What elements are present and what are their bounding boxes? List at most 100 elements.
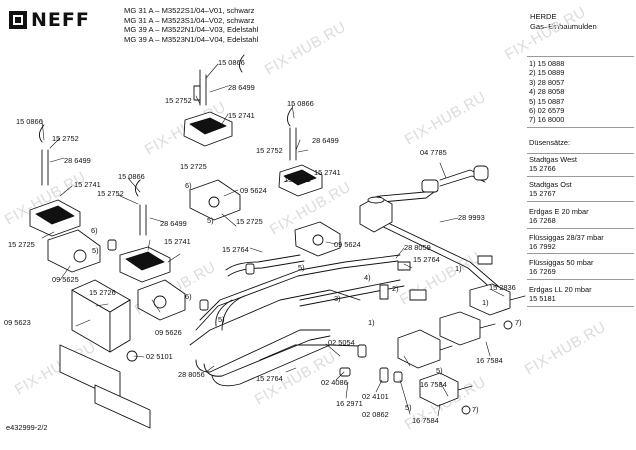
- model-line: MG 39 A – M3523N1/04–V04, Edelstahl: [124, 34, 259, 44]
- callout-number: 5): [298, 263, 305, 272]
- gas-type-name: Erdgas LL 20 mbar: [529, 285, 592, 294]
- part-label: 16 7584: [412, 416, 439, 425]
- legend-item: 1) 15 0888: [529, 59, 565, 68]
- divider: [527, 306, 634, 307]
- part-label: 15 2741: [164, 237, 191, 246]
- category-title: HERDE: [530, 12, 557, 21]
- part-label: 04 7785: [420, 148, 447, 157]
- divider: [527, 228, 634, 229]
- brand-logo: NEFF: [8, 9, 90, 31]
- part-label: 15 2752: [97, 189, 124, 198]
- part-label: 28 8059: [404, 243, 431, 252]
- leader-lines: [41, 63, 505, 417]
- gas-type-name: Erdgas E 20 mbar: [529, 207, 589, 216]
- part-label: 02 5054: [328, 338, 355, 347]
- parts-legend: 1) 15 0888 2) 15 0889 3) 28 8057 4) 28 8…: [529, 59, 564, 125]
- gas-type: Erdgas LL 20 mbar 15 5181: [529, 285, 592, 304]
- legend-item: 7) 16 8000: [529, 115, 565, 125]
- gas-manifold-pipe: [359, 165, 506, 299]
- part-label: 15 0866: [16, 117, 43, 126]
- part-label: 15 0866: [218, 58, 245, 67]
- part-label: 28 9993: [458, 213, 485, 222]
- gas-type-code: 16 7268: [529, 216, 556, 226]
- category-block: HERDE Gas–Einbaumulden: [530, 12, 597, 31]
- gas-valve: [397, 283, 526, 415]
- callout-number: 5): [405, 403, 412, 412]
- burner-assembly: [183, 69, 233, 147]
- part-label: 15 2764: [222, 245, 249, 254]
- legend-item: 5) 15 0887: [529, 96, 565, 106]
- nozzles-title: Düsensätze:: [529, 138, 571, 147]
- part-label: 02 0862: [362, 410, 389, 419]
- gas-type-name: Stadtgas West: [529, 155, 577, 164]
- divider: [527, 153, 634, 154]
- control-panel-bracket: [59, 279, 151, 429]
- part-label: 15 2741: [284, 175, 311, 184]
- part-label: 15 2752: [52, 134, 79, 143]
- part-label: 09 5624: [334, 240, 361, 249]
- gas-type-code: 15 5181: [529, 294, 556, 304]
- gas-type-name: Flüssiggas 50 mbar: [529, 258, 594, 267]
- gas-type-code: 15 2766: [529, 164, 556, 174]
- part-label: 16 2971: [336, 399, 363, 408]
- callout-number: 5): [92, 246, 99, 255]
- divider: [527, 127, 634, 128]
- part-label: 28 8056: [178, 370, 205, 379]
- category-subtitle: Gas–Einbaumulden: [530, 21, 597, 31]
- part-label: 16 7584: [420, 380, 447, 389]
- model-line: MG 39 A – M3522N1/04–V03, Edelstahl: [124, 25, 259, 35]
- part-label: 15 2764: [413, 255, 440, 264]
- gas-type-name: Flüssiggas 28/37 mbar: [529, 233, 604, 242]
- callout-number: 2): [392, 284, 399, 293]
- part-label: 28 6499: [64, 156, 91, 165]
- gas-type: Stadtgas West 15 2766: [529, 155, 577, 174]
- part-label: 15 2725: [8, 240, 35, 249]
- part-label: 15 2752: [256, 146, 283, 155]
- model-line: MG 31 A – M3523S1/04–V02, schwarz: [124, 15, 255, 25]
- callout-number: 5): [218, 315, 225, 324]
- gas-type: Flüssiggas 28/37 mbar 16 7992: [529, 233, 604, 252]
- small-hardware: [39, 54, 493, 383]
- divider: [527, 201, 634, 202]
- callout-number: 7): [472, 405, 479, 414]
- gas-type-code: 15 2767: [529, 189, 556, 199]
- burner-assembly: [278, 127, 323, 197]
- gas-type: Flüssiggas 50 mbar 16 7269: [529, 258, 594, 277]
- callout-number: 6): [91, 226, 98, 235]
- part-label: 09 5623: [4, 318, 31, 327]
- legend-item: 4) 28 8058: [529, 87, 565, 97]
- burner-assembly: [29, 149, 81, 237]
- part-label: 15 2741: [74, 180, 101, 189]
- part-label: 15 0866: [287, 99, 314, 108]
- part-label: 15 2741: [228, 111, 255, 120]
- part-label: 28 6499: [228, 83, 255, 92]
- divider: [527, 56, 634, 57]
- part-label: 09 5625: [52, 275, 79, 284]
- document-id: e432999-2/2: [6, 423, 48, 432]
- part-label: 15 2764: [256, 374, 283, 383]
- gas-type-code: 16 7269: [529, 267, 556, 277]
- gas-tube-bundle: [189, 254, 405, 387]
- part-label: 09 5626: [155, 328, 182, 337]
- legend-item: 2) 15 0889: [529, 68, 565, 78]
- callout-number: 1): [368, 318, 375, 327]
- part-label: 28 6499: [312, 136, 339, 145]
- part-label: 15 2741: [314, 168, 341, 177]
- callout-number: 5): [436, 366, 443, 375]
- part-label: 02 4101: [362, 392, 389, 401]
- gas-type: Stadtgas Ost 15 2767: [529, 180, 572, 199]
- divider: [527, 253, 634, 254]
- callout-number: 6): [185, 292, 192, 301]
- burner-assembly: [119, 204, 171, 283]
- callout-number: 1): [482, 298, 489, 307]
- part-label: 16 7584: [476, 356, 503, 365]
- gas-type: Erdgas E 20 mbar 16 7268: [529, 207, 589, 226]
- legend-item: 6) 02 6579: [529, 106, 565, 116]
- callout-number: 7): [515, 318, 522, 327]
- callout-number: 6): [185, 181, 192, 190]
- part-label: 15 2726: [89, 288, 116, 297]
- divider: [527, 279, 634, 280]
- part-label: 02 4086: [321, 378, 348, 387]
- callout-number: 3): [334, 294, 341, 303]
